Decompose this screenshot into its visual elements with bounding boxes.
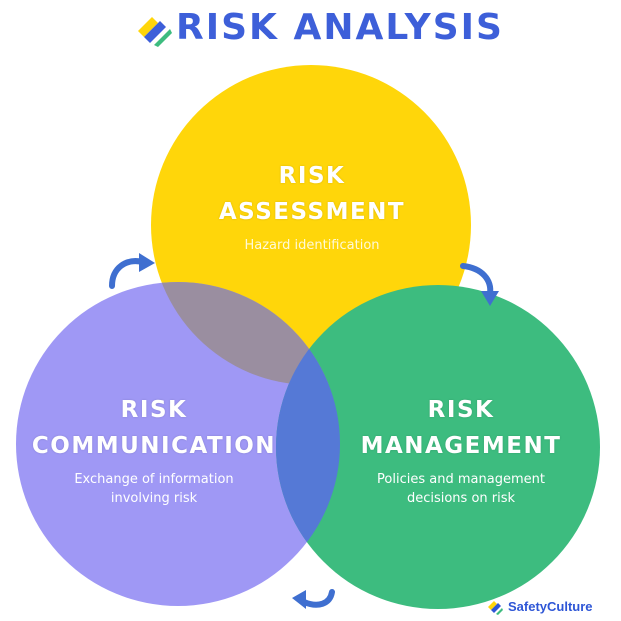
- heading-line: ASSESSMENT: [218, 199, 406, 225]
- brand-footer: SafetyCulture: [486, 596, 593, 616]
- page-title: RISK ANALYSIS: [176, 7, 504, 48]
- curved-arrow-icon: [109, 253, 155, 289]
- heading-line: RISK: [120, 397, 188, 423]
- risk-assessment-label: RISK ASSESSMENT Hazard identification: [162, 158, 462, 255]
- risk-analysis-logo-icon: [138, 17, 172, 47]
- header: RISK ANALYSIS: [0, 4, 621, 48]
- risk-management-label: RISK MANAGEMENT Policies and management …: [330, 392, 592, 508]
- description-line: involving risk: [110, 491, 198, 506]
- risk-communication-description: Exchange of information involving risk: [18, 470, 290, 508]
- heading-line: MANAGEMENT: [360, 433, 562, 459]
- risk-assessment-heading: RISK ASSESSMENT: [162, 158, 462, 230]
- curved-arrow-icon: [292, 589, 335, 609]
- brand-name: SafetyCulture: [508, 598, 593, 614]
- risk-management-description: Policies and management decisions on ris…: [330, 470, 592, 508]
- cycle-arrows: [109, 253, 499, 609]
- description-line: Policies and management: [377, 472, 545, 487]
- risk-communication-label: RISK COMMUNICATION Exchange of informati…: [18, 392, 290, 508]
- risk-management-circle: [276, 285, 600, 609]
- risk-assessment-description: Hazard identification: [162, 236, 462, 255]
- description-line: decisions on risk: [406, 491, 516, 506]
- heading-line: COMMUNICATION: [31, 433, 277, 459]
- risk-communication-heading: RISK COMMUNICATION: [18, 392, 290, 464]
- description-line: Hazard identification: [244, 238, 380, 253]
- safetyculture-logo-icon: [488, 601, 503, 615]
- heading-line: RISK: [278, 163, 346, 189]
- risk-management-heading: RISK MANAGEMENT: [330, 392, 592, 464]
- assessment-communication-overlap: [151, 282, 340, 385]
- heading-line: RISK: [427, 397, 495, 423]
- curved-arrow-icon: [460, 263, 499, 306]
- description-line: Exchange of information: [74, 472, 234, 487]
